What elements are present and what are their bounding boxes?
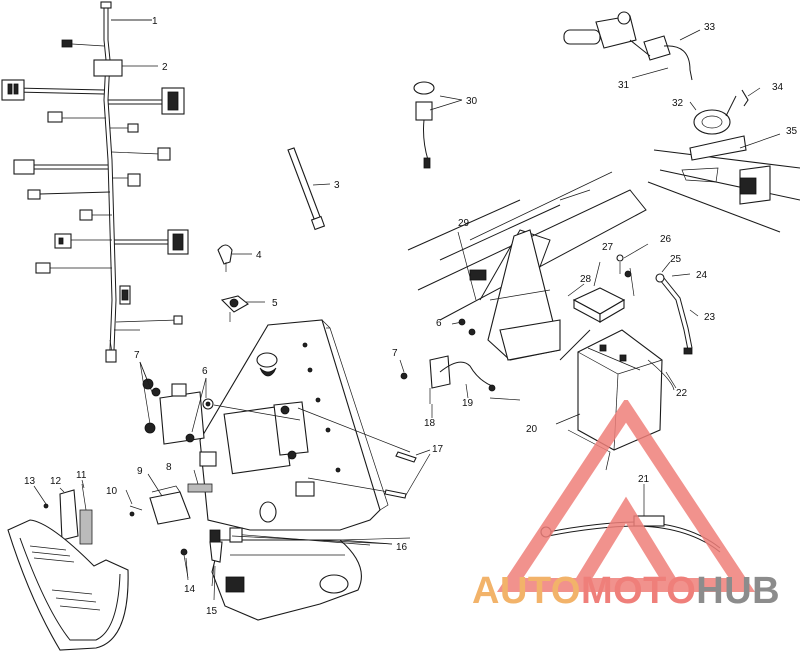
battery-lead-22: [647, 359, 675, 391]
pad-part-27-28: [572, 287, 626, 323]
callout-20: 20: [526, 424, 538, 435]
callout-25: 25: [670, 254, 682, 265]
frame-rails: [407, 171, 647, 401]
bolt-25-26: [616, 254, 635, 297]
callout-26: 26: [660, 234, 672, 245]
watermark-text: AUTOMOTOHUB: [472, 570, 780, 613]
callout-30: 30: [466, 96, 478, 107]
callout-27: 27: [602, 242, 614, 253]
bracket-part-11-12: [43, 483, 93, 545]
callout-23: 23: [704, 312, 716, 323]
callout-numbers: 1 2 3 4 5 6 6 7 7 8 9 10 11 12 13 14 15 …: [24, 16, 798, 617]
frame-base: [211, 533, 411, 621]
callout-16: 16: [396, 542, 408, 553]
clip-part-8: [187, 483, 213, 493]
callout-9: 9: [137, 466, 143, 477]
callout-33: 33: [704, 22, 716, 33]
mounting-plate: [199, 319, 389, 531]
relay-part-18-19: [400, 318, 496, 404]
leader-lines: [33, 19, 781, 587]
callout-14: 14: [184, 584, 196, 595]
callout-34: 34: [772, 82, 784, 93]
clip-part-4: [217, 244, 252, 272]
relay-part-9: [149, 485, 191, 525]
callout-21: 21: [638, 474, 650, 485]
callout-18: 18: [424, 418, 436, 429]
watermark-moto: MOTO: [580, 570, 697, 612]
protective-cover: [7, 519, 129, 651]
callout-32: 32: [672, 98, 684, 109]
callout-7-left: 7: [134, 350, 140, 361]
battery-lead-23: [655, 273, 693, 355]
callout-7-right: 7: [392, 348, 398, 359]
clip-part-14-15: [180, 527, 243, 601]
callout-6-right: 6: [436, 318, 442, 329]
callout-3: 3: [334, 180, 340, 191]
callout-35: 35: [786, 126, 798, 137]
battery: [567, 329, 663, 471]
callout-8: 8: [166, 462, 172, 473]
wiring-harness: [1, 1, 189, 363]
callout-31: 31: [618, 80, 630, 91]
relay-assembly-left: [139, 361, 301, 445]
switch-part-30: [413, 81, 435, 169]
horn-part-32: [693, 89, 749, 135]
frame-upper-right: [647, 135, 800, 233]
callout-22: 22: [676, 388, 688, 399]
callout-6-left: 6: [202, 366, 208, 377]
callout-12: 12: [50, 476, 62, 487]
callout-13: 13: [24, 476, 36, 487]
callout-10: 10: [106, 486, 118, 497]
callout-19: 19: [462, 398, 474, 409]
battery-cable: [540, 484, 721, 553]
callout-2: 2: [162, 62, 168, 73]
watermark-auto: AUTO: [472, 570, 581, 612]
cable-tie-part: [287, 147, 331, 231]
callout-24: 24: [696, 270, 708, 281]
callout-17: 17: [432, 444, 444, 455]
bolts-17: [297, 407, 431, 499]
callout-1: 1: [152, 16, 158, 27]
clip-part-5: [220, 295, 265, 322]
screw-part-10: [129, 505, 143, 517]
callout-29: 29: [458, 218, 470, 229]
watermark-hub: HUB: [696, 570, 781, 612]
callout-5: 5: [272, 298, 278, 309]
callout-4: 4: [256, 250, 262, 261]
callout-11: 11: [76, 470, 87, 481]
handlebar-switch-part-31-33: [563, 11, 693, 81]
callout-28: 28: [580, 274, 592, 285]
callout-15: 15: [206, 606, 218, 617]
